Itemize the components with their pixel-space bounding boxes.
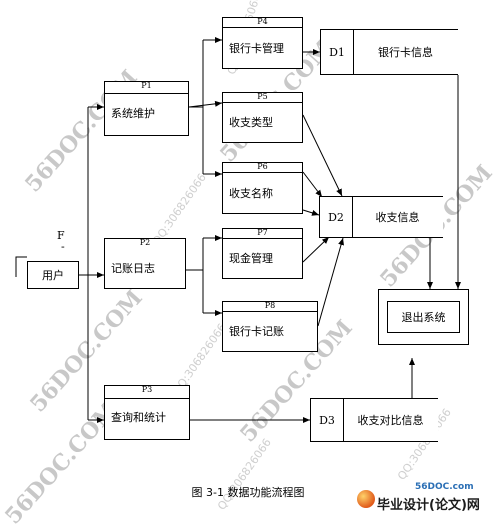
datastore-label: 银行卡信息 [378, 46, 433, 59]
process-p1[interactable]: P1 系统维护 [104, 81, 189, 136]
process-divider [223, 238, 302, 239]
datastore-id: D2 [320, 197, 353, 237]
process-divider [105, 398, 189, 399]
connector-lines [15, 37, 461, 423]
datastore-d3[interactable]: D3 收支对比信息 [310, 398, 438, 442]
process-p3[interactable]: P3 查询和统计 [104, 385, 190, 440]
process-divider [223, 172, 302, 173]
process-p8[interactable]: P8 银行卡记账 [222, 301, 318, 352]
process-number: P3 [141, 385, 153, 394]
process-number: P2 [139, 238, 151, 247]
process-number: P4 [257, 17, 268, 26]
process-label: 系统维护 [111, 107, 155, 120]
process-number: P6 [257, 162, 268, 171]
datastore-label: 收支对比信息 [357, 414, 424, 427]
user-entity[interactable]: 用户 [27, 261, 79, 289]
logo-orb-icon [357, 490, 375, 508]
process-p2[interactable]: P2 记账日志 [104, 238, 186, 289]
process-label: 查询和统计 [111, 411, 166, 424]
process-divider [223, 102, 302, 103]
exit-inner-frame: 退出系统 [387, 301, 460, 333]
process-label: 记账日志 [111, 262, 155, 275]
process-number: P1 [141, 81, 152, 90]
process-divider [105, 93, 188, 94]
process-label: 现金管理 [229, 252, 273, 265]
process-p7[interactable]: P7 现金管理 [222, 228, 303, 279]
process-p5[interactable]: P5 收支类型 [222, 92, 303, 143]
datastore-d2[interactable]: D2 收支信息 [319, 196, 443, 238]
exit-system[interactable]: 退出系统 [378, 289, 469, 345]
exit-label: 退出系统 [401, 311, 446, 324]
datastore-label: 收支信息 [375, 211, 420, 224]
user-label: 用户 [42, 269, 64, 282]
process-label: 收支名称 [229, 186, 273, 200]
site-logo: 56DOC.com 毕业设计(论文)网 [357, 482, 495, 514]
logo-site: 56DOC.com [415, 482, 474, 492]
process-p4[interactable]: P4 银行卡管理 [222, 17, 303, 69]
user-flow-tick: - [61, 240, 65, 253]
process-number: P5 [257, 92, 268, 101]
process-label: 收支类型 [229, 116, 273, 129]
datastore-d1[interactable]: D1 银行卡信息 [320, 29, 458, 75]
logo-name: 毕业设计(论文)网 [377, 498, 480, 513]
process-number: P7 [257, 228, 268, 237]
process-label: 银行卡记账 [229, 325, 284, 338]
process-label: 银行卡管理 [229, 41, 284, 55]
process-divider [223, 27, 302, 28]
datastore-id: D3 [311, 399, 344, 441]
figure-caption: 图 3-1 数据功能流程图 [191, 486, 305, 499]
user-flow-mark: F [57, 229, 65, 242]
process-p6[interactable]: P6 收支名称 [222, 162, 303, 214]
process-divider [223, 311, 317, 312]
datastore-id: D1 [321, 30, 354, 74]
process-number: P8 [264, 301, 276, 310]
